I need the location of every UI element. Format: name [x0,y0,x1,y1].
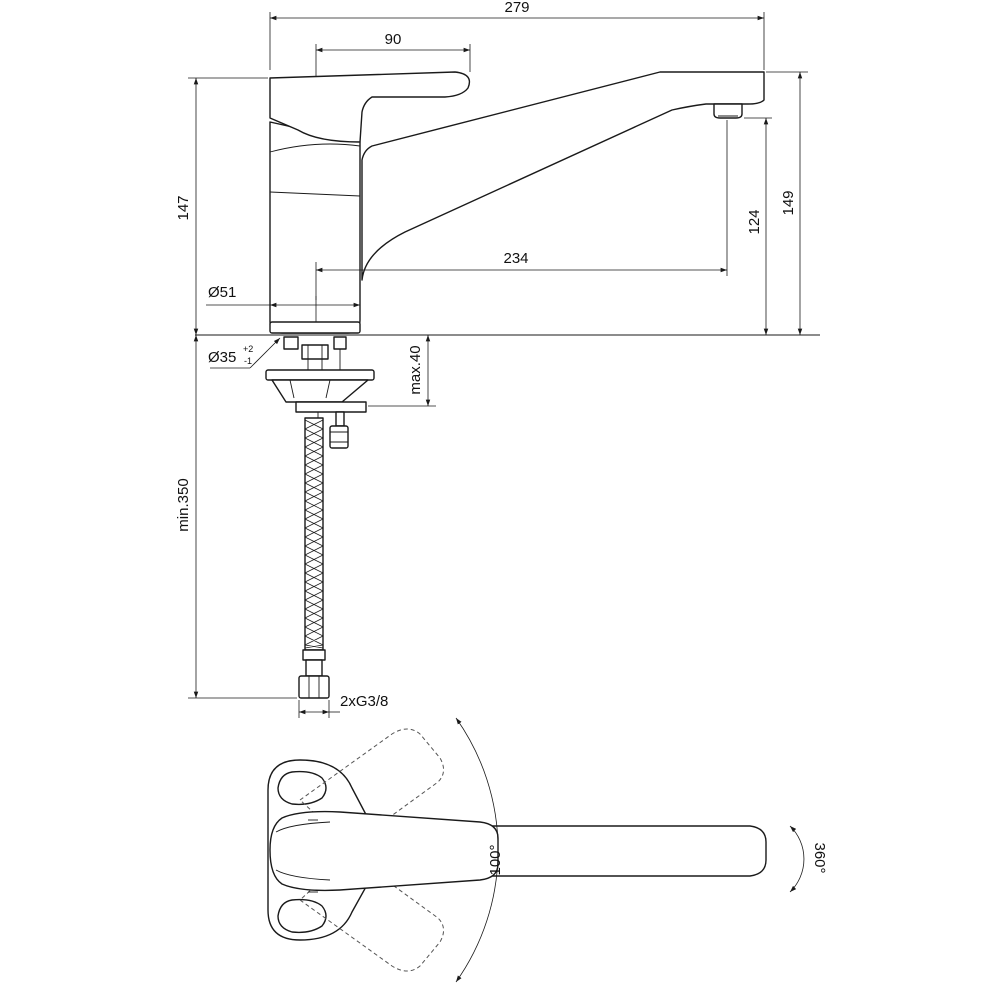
dim-body-height: 147 [175,77,268,335]
label-outlet-height: 124 [746,209,763,234]
top-view: 100° 360° [267,717,828,983]
dim-connection: 2xG3/8 [298,693,388,718]
body-band [269,143,361,197]
dim-handle-rotation: 100° [455,717,504,983]
dim-outlet-height: 124 [744,117,772,335]
label-hole-diameter: Ø35 [208,349,236,366]
braided-hose [298,417,330,699]
dim-spout-rotation: 360° [789,825,828,893]
spout-outlet [713,103,743,119]
dim-spout-height: 149 [766,71,808,335]
dim-base-diameter: Ø51 [206,284,360,322]
label-hole-tolerance-upper: +2 [243,344,253,354]
side-view: 279 90 147 149 124 [175,0,820,718]
dim-max-counter: max.40 [368,335,436,407]
label-handle-rotation: 100° [487,844,504,875]
label-spout-rotation: 360° [811,842,828,873]
lever-handle [269,71,471,143]
base-ring [269,321,361,334]
label-connection: 2xG3/8 [340,693,388,710]
label-min-hose: min.350 [175,478,192,531]
handle-position-lower [299,853,444,972]
mounting-holes [277,770,327,934]
handle-position-upper [299,728,444,847]
dim-hole-diameter: Ø35 +2 -1 [208,337,281,369]
spout [361,71,765,281]
label-hole-tolerance-lower: -1 [244,356,252,366]
dim-spout-reach: 234 [315,120,728,300]
label-max-counter: max.40 [407,345,424,394]
label-overall-length: 279 [504,0,529,16]
fixing-assembly [265,336,375,430]
label-handle-length: 90 [385,31,402,48]
dim-min-hose: min.350 [175,335,297,699]
dim-handle-length: 90 [315,31,471,76]
label-body-height: 147 [175,195,192,220]
dim-overall-length: 279 [269,0,765,70]
lever-top [269,810,499,892]
threaded-stud [329,411,349,449]
label-spout-reach: 234 [503,250,528,267]
label-base-diameter: Ø51 [208,284,236,301]
faucet-body [269,121,361,334]
label-spout-height: 149 [780,190,797,215]
